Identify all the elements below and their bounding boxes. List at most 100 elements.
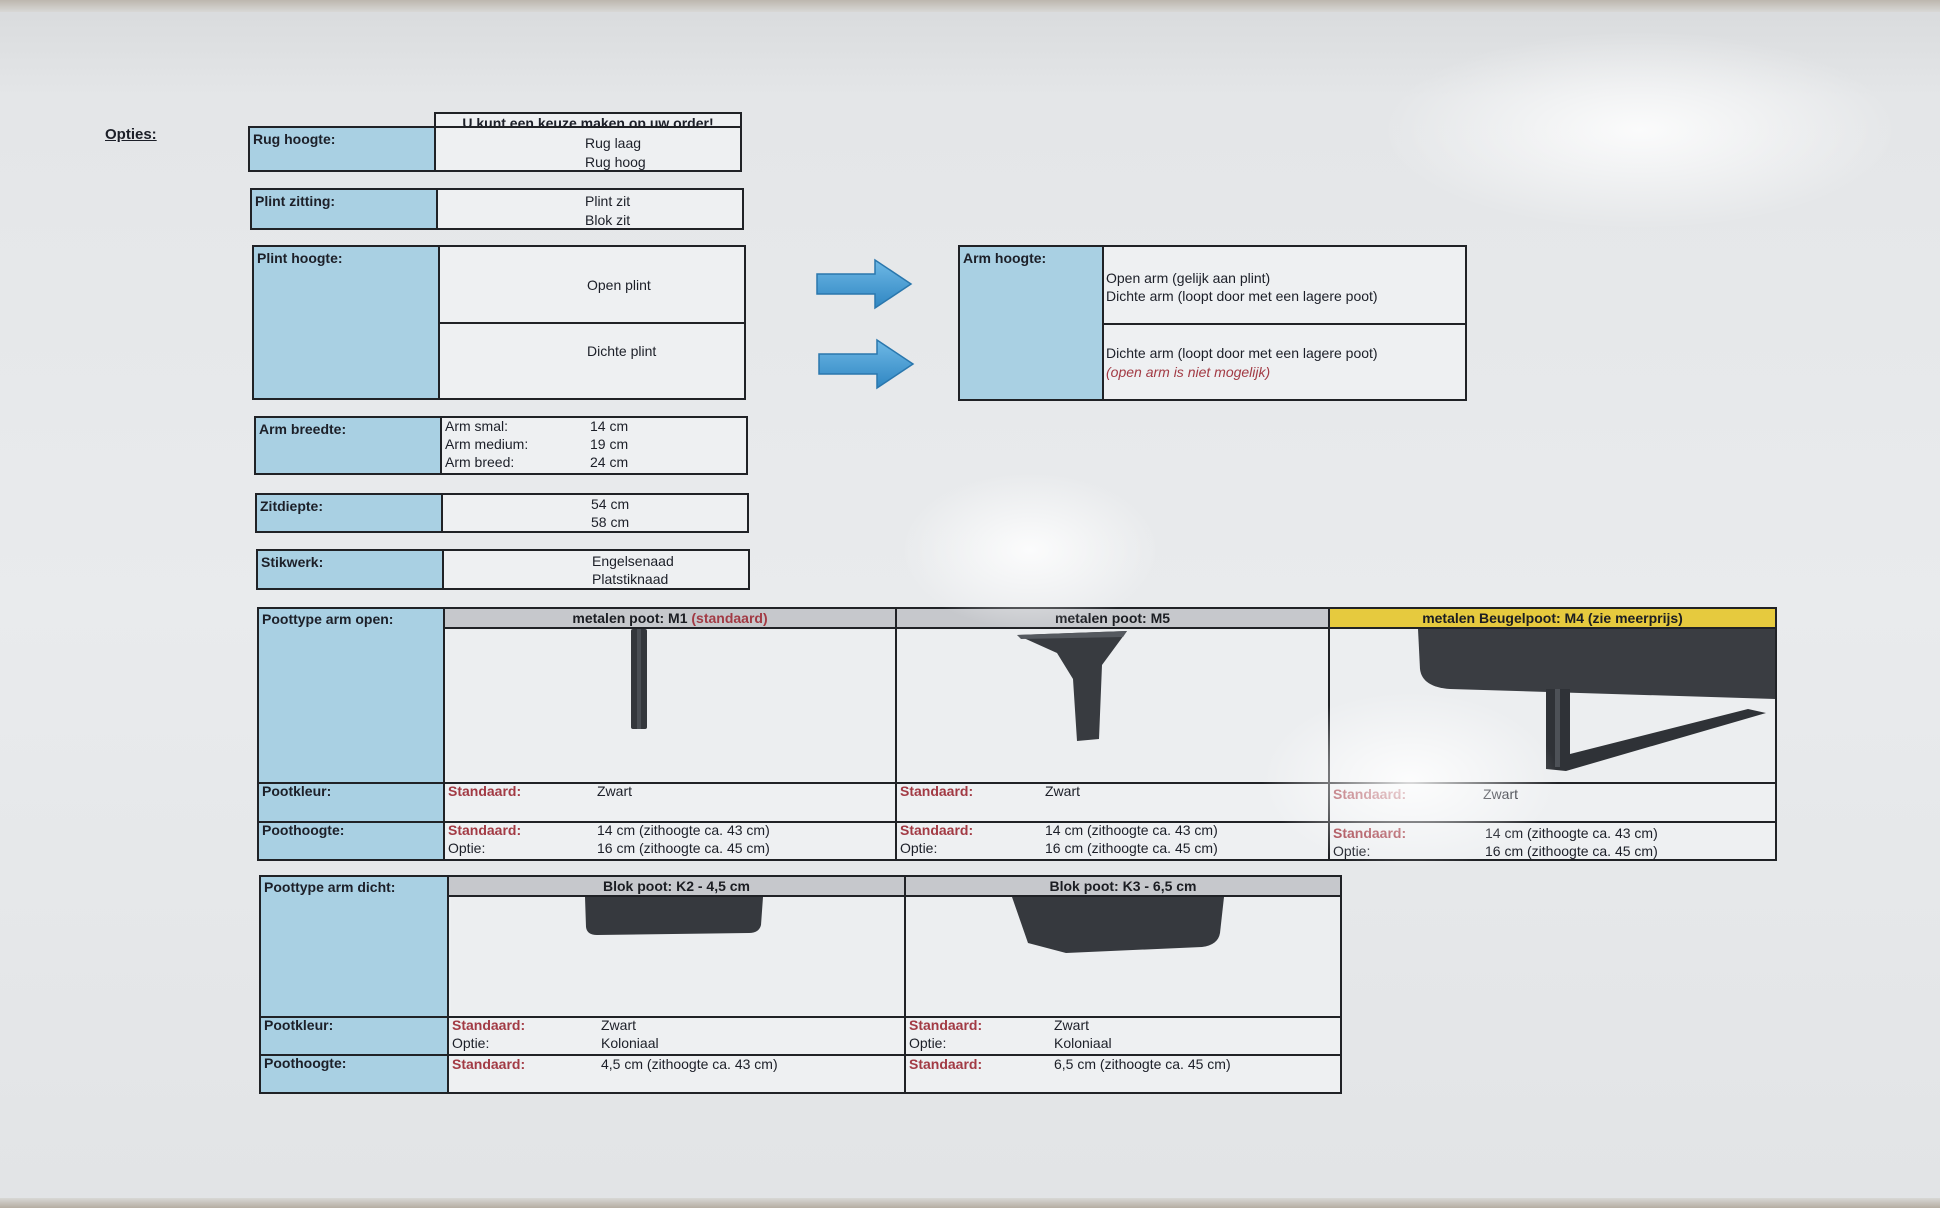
plint-hoogte-table: Plint hoogte: Open plint Dichte plint: [252, 245, 746, 400]
k2-standaard-label: Standaard:: [452, 1017, 526, 1033]
row-divider: [261, 1054, 1340, 1056]
stikwerk-option-1: Engelsenaad: [592, 553, 674, 569]
arm-breedte-table: Arm breedte: Arm smal: 14 cm Arm medium:…: [254, 416, 748, 475]
row-divider: [259, 821, 1775, 823]
arm-hoogte-open-line2: Dichte arm (loopt door met een lagere po…: [1106, 288, 1378, 304]
m1-standaard-label: Standaard:: [448, 783, 522, 799]
rug-option-2: Rug hoog: [585, 154, 646, 170]
k2-kleur-value: Zwart: [601, 1017, 636, 1033]
k3-hoogte-std: 6,5 cm (zithoogte ca. 45 cm): [1054, 1056, 1231, 1072]
paper-bottom-edge: [0, 1198, 1940, 1208]
m5-hoogte-opt: 16 cm (zithoogte ca. 45 cm): [1045, 840, 1218, 856]
poothoogte-label: Poothoogte:: [262, 822, 345, 838]
leg-m1-image: [447, 629, 895, 781]
arm-breedte-row-value: 24 cm: [590, 454, 629, 470]
rug-option-1: Rug laag: [585, 135, 642, 151]
paper-top-edge: [0, 0, 1940, 12]
m4-standaard-label: Standaard:: [1333, 825, 1407, 841]
m1-header-extra: (standaard): [691, 610, 768, 626]
light-glare: [900, 470, 1160, 630]
m1-kleur-value: Zwart: [597, 783, 632, 799]
m5-optie-label: Optie:: [900, 840, 938, 856]
m1-hoogte-opt: 16 cm (zithoogte ca. 45 cm): [597, 840, 770, 856]
k3-header-text: Blok poot: K3 - 6,5 cm: [1049, 878, 1197, 894]
plint-zitting-option-1: Plint zit: [585, 193, 631, 209]
light-glare: [1380, 30, 1900, 230]
leg-k2-image: [451, 897, 904, 1015]
poottype-dicht-table: Poottype arm dicht: Pootkleur: Poothoogt…: [259, 875, 1342, 1094]
k3-optie-label: Optie:: [909, 1035, 947, 1051]
arrow-right-icon: [816, 258, 913, 310]
plint-zitting-label-cell: Plint zitting:: [252, 190, 438, 228]
m4-optie-label: Optie:: [1333, 843, 1371, 859]
m1-header-text: metalen poot: M1: [572, 610, 688, 626]
m1-standaard-label: Standaard:: [448, 822, 522, 838]
m4-hoogte-opt: 16 cm (zithoogte ca. 45 cm): [1485, 843, 1658, 859]
poottype-open-label: Poottype arm open:: [262, 611, 394, 627]
rug-hoogte-label-cell: Rug hoogte:: [250, 128, 436, 170]
m4-standaard-label: Standaard:: [1333, 786, 1407, 802]
m5-hoogte-std: 14 cm (zithoogte ca. 43 cm): [1045, 822, 1218, 838]
k2-kleur-opt: Koloniaal: [601, 1035, 659, 1051]
plint-hoogte-option-open: Open plint: [587, 277, 651, 293]
pootkleur-label: Pootkleur:: [264, 1017, 334, 1033]
zitdiepte-option-2: 58 cm: [591, 514, 630, 530]
plint-hoogte-label-cell: Plint hoogte:: [254, 247, 440, 398]
stikwerk-table: Stikwerk: Engelsenaad Platstiknaad: [256, 549, 750, 590]
m4-kleur-value: Zwart: [1483, 786, 1518, 802]
column-header-m5: metalen poot: M5: [897, 609, 1328, 629]
k3-standaard-label: Standaard:: [909, 1017, 983, 1033]
m5-standaard-label: Standaard:: [900, 783, 974, 799]
poottype-dicht-label-column: [261, 877, 449, 1092]
arm-hoogte-label: Arm hoogte:: [963, 250, 1047, 266]
arm-hoogte-open-line1: Open arm (gelijk aan plint): [1106, 270, 1271, 286]
m5-kleur-value: Zwart: [1045, 783, 1080, 799]
m5-standaard-label: Standaard:: [900, 822, 974, 838]
m5-header-text: metalen poot: M5: [1054, 610, 1171, 626]
k2-optie-label: Optie:: [452, 1035, 490, 1051]
plint-hoogte-divider: [440, 322, 746, 324]
column-header-m4: metalen Beugelpoot: M4 (zie meerprijs): [1330, 609, 1775, 629]
arm-hoogte-divider: [1104, 323, 1467, 325]
column-divider: [895, 609, 897, 859]
column-divider: [904, 877, 906, 1092]
poottype-open-label-column: [259, 609, 445, 859]
zitdiepte-label: Zitdiepte:: [260, 498, 323, 514]
stikwerk-label-cell: Stikwerk:: [258, 551, 444, 588]
stikwerk-label: Stikwerk:: [261, 554, 324, 570]
stikwerk-option-2: Platstiknaad: [592, 571, 669, 587]
plint-zitting-label: Plint zitting:: [255, 193, 336, 209]
m1-optie-label: Optie:: [448, 840, 486, 856]
arrow-right-icon: [818, 338, 915, 390]
plint-zitting-table: Plint zitting: Plint zit Blok zit: [250, 188, 744, 230]
plint-zitting-option-2: Blok zit: [585, 212, 631, 228]
k2-hoogte-std: 4,5 cm (zithoogte ca. 43 cm): [601, 1056, 778, 1072]
arm-breedte-label-cell: Arm breedte:: [256, 418, 442, 473]
column-header-k2: Blok poot: K2 - 4,5 cm: [449, 877, 904, 897]
row-divider: [261, 1016, 1340, 1018]
plint-hoogte-label: Plint hoogte:: [257, 250, 343, 266]
arm-breedte-row-value: 14 cm: [590, 418, 629, 434]
m1-hoogte-std: 14 cm (zithoogte ca. 43 cm): [597, 822, 770, 838]
rug-hoogte-label: Rug hoogte:: [253, 131, 336, 147]
arm-breedte-row-name: Arm breed:: [445, 454, 515, 470]
column-header-m1: metalen poot: M1 (standaard): [445, 609, 895, 629]
k2-standaard-label: Standaard:: [452, 1056, 526, 1072]
m4-hoogte-std: 14 cm (zithoogte ca. 43 cm): [1485, 825, 1658, 841]
k3-kleur-value: Zwart: [1054, 1017, 1089, 1033]
page-title: Opties:: [105, 126, 157, 143]
m4-header-text: metalen Beugelpoot: M4 (zie meerprijs): [1422, 610, 1683, 626]
poothoogte-label: Poothoogte:: [264, 1055, 347, 1071]
k3-kleur-opt: Koloniaal: [1054, 1035, 1112, 1051]
leg-k3-image: [906, 897, 1340, 1015]
zitdiepte-option-1: 54 cm: [591, 496, 630, 512]
k2-header-text: Blok poot: K2 - 4,5 cm: [602, 878, 751, 894]
plint-hoogte-option-dicht: Dichte plint: [587, 343, 657, 359]
zitdiepte-label-cell: Zitdiepte:: [257, 495, 443, 531]
leg-m5-image: [897, 629, 1328, 781]
arm-hoogte-closed-note: (open arm is niet mogelijk): [1106, 364, 1271, 380]
arm-breedte-label: Arm breedte:: [259, 421, 347, 437]
k3-standaard-label: Standaard:: [909, 1056, 983, 1072]
zitdiepte-table: Zitdiepte: 54 cm 58 cm: [255, 493, 749, 533]
